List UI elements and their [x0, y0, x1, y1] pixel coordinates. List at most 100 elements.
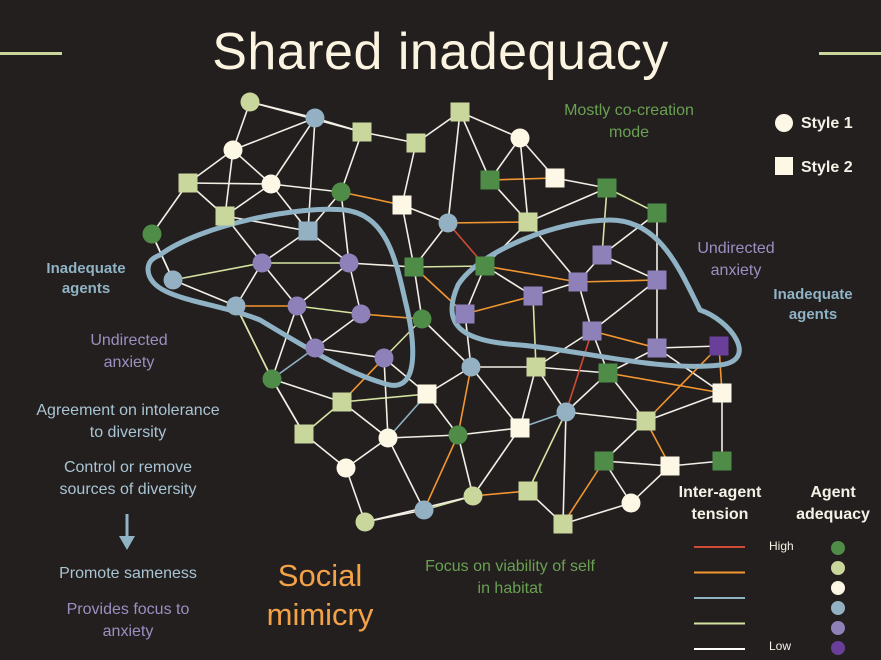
adequacy-legend-dot [831, 541, 845, 555]
tension-high-label: High [769, 539, 794, 553]
promote-note: Promote sameness [59, 565, 197, 582]
agent-node-square [352, 122, 372, 142]
agent-node-circle [448, 425, 468, 445]
title-rule-right [819, 52, 881, 55]
title-rule-left [0, 52, 62, 55]
adequacy-legend-dot [831, 561, 845, 575]
tension-edge [656, 345, 720, 349]
page-title: Shared inadequacy [212, 23, 669, 81]
tension-edge [457, 366, 472, 436]
control-note: Control or remove sources of diversity [59, 459, 197, 498]
agent-node-square [510, 418, 530, 438]
agent-node-circle [305, 108, 325, 128]
agent-node-square [518, 212, 538, 232]
tension-edge [562, 460, 605, 525]
tension-edge [607, 372, 723, 394]
tension-legend-lines [694, 546, 745, 650]
tension-edge [591, 279, 658, 332]
tension-edge [296, 305, 362, 315]
style1-legend-circle [775, 114, 793, 132]
top-caption: Mostly co-creation mode [564, 102, 694, 141]
adequacy-legend-dot [831, 601, 845, 615]
agent-node-circle [261, 174, 281, 194]
agent-node-circle [336, 458, 356, 478]
agent-node-circle [262, 369, 282, 389]
nodes-layer [142, 92, 732, 534]
tension-edge [296, 262, 350, 307]
tension-edge [459, 111, 521, 139]
agent-node-circle [163, 270, 183, 290]
agent-node-circle [287, 296, 307, 316]
tension-edge [340, 131, 363, 193]
tension-edge [565, 411, 647, 422]
agent-node-square [553, 514, 573, 534]
agent-node-square [660, 456, 680, 476]
tension-edge [387, 437, 425, 511]
tension-edge [423, 434, 459, 511]
tension-edge [387, 434, 459, 439]
tension-edge [314, 313, 362, 349]
agent-node-square [647, 338, 667, 358]
tension-edge [472, 427, 521, 497]
tension-edge [271, 378, 343, 403]
adequacy-legend-dot [831, 621, 845, 635]
left-inadequate-outline [145, 206, 416, 388]
tension-edge [271, 305, 298, 380]
right-inadequate-outline [449, 217, 742, 369]
tension-edge [645, 392, 723, 422]
agent-node-square [647, 270, 667, 290]
tension-edge [470, 366, 521, 429]
agent-node-square [294, 424, 314, 444]
agent-node-square [475, 256, 495, 276]
tension-edge [484, 265, 579, 283]
agent-node-circle [621, 493, 641, 513]
tension-edge [235, 305, 273, 380]
right-anxiety-note: Undirected anxiety [697, 240, 775, 279]
tension-edge [519, 366, 537, 429]
agent-node-circle [223, 140, 243, 160]
agent-node-square [647, 203, 667, 223]
agent-node-circle [414, 500, 434, 520]
tension-edge [457, 434, 474, 497]
agent-node-square [406, 133, 426, 153]
tension-edge [565, 330, 593, 413]
inadequate-outlines [145, 206, 742, 388]
tension-edge [341, 393, 428, 403]
style1-label: Style 1 [801, 115, 853, 132]
tension-edge [224, 149, 234, 217]
agent-node-circle [438, 213, 458, 233]
agent-node-square [450, 102, 470, 122]
agent-node-square [526, 357, 546, 377]
down-arrow-icon [119, 514, 135, 550]
tension-edge [345, 467, 366, 523]
tension-edge [172, 262, 263, 281]
tension-edge [562, 411, 567, 525]
agent-node-square [404, 257, 424, 277]
tension-edge [645, 345, 720, 422]
social-mimicry-label: Social mimicry [266, 558, 374, 632]
agent-node-square [709, 336, 729, 356]
adequacy-legend-dot [831, 581, 845, 595]
tension-edge [562, 502, 632, 525]
agent-node-circle [331, 182, 351, 202]
agent-node-square [332, 392, 352, 412]
tension-edge [603, 460, 671, 467]
agent-node-square [592, 245, 612, 265]
agent-node-square [178, 173, 198, 193]
agent-node-circle [226, 296, 246, 316]
left-inadequate-tag: Inadequate agents [46, 260, 126, 298]
adequacy-legend-title: Agent adequacy [796, 484, 870, 523]
agent-node-square [518, 481, 538, 501]
style2-label: Style 2 [801, 159, 853, 176]
agent-node-square [582, 321, 602, 341]
agent-node-square [455, 304, 475, 324]
agent-node-square [545, 168, 565, 188]
agent-node-square [712, 383, 732, 403]
agreement-note: Agreement on intolerance to diversity [36, 402, 220, 441]
right-inadequate-tag: Inadequate agents [773, 286, 853, 324]
agent-node-circle [510, 128, 530, 148]
agent-node-square [480, 170, 500, 190]
tension-edge [527, 187, 608, 223]
tension-edge [383, 357, 389, 439]
agent-node-circle [240, 92, 260, 112]
